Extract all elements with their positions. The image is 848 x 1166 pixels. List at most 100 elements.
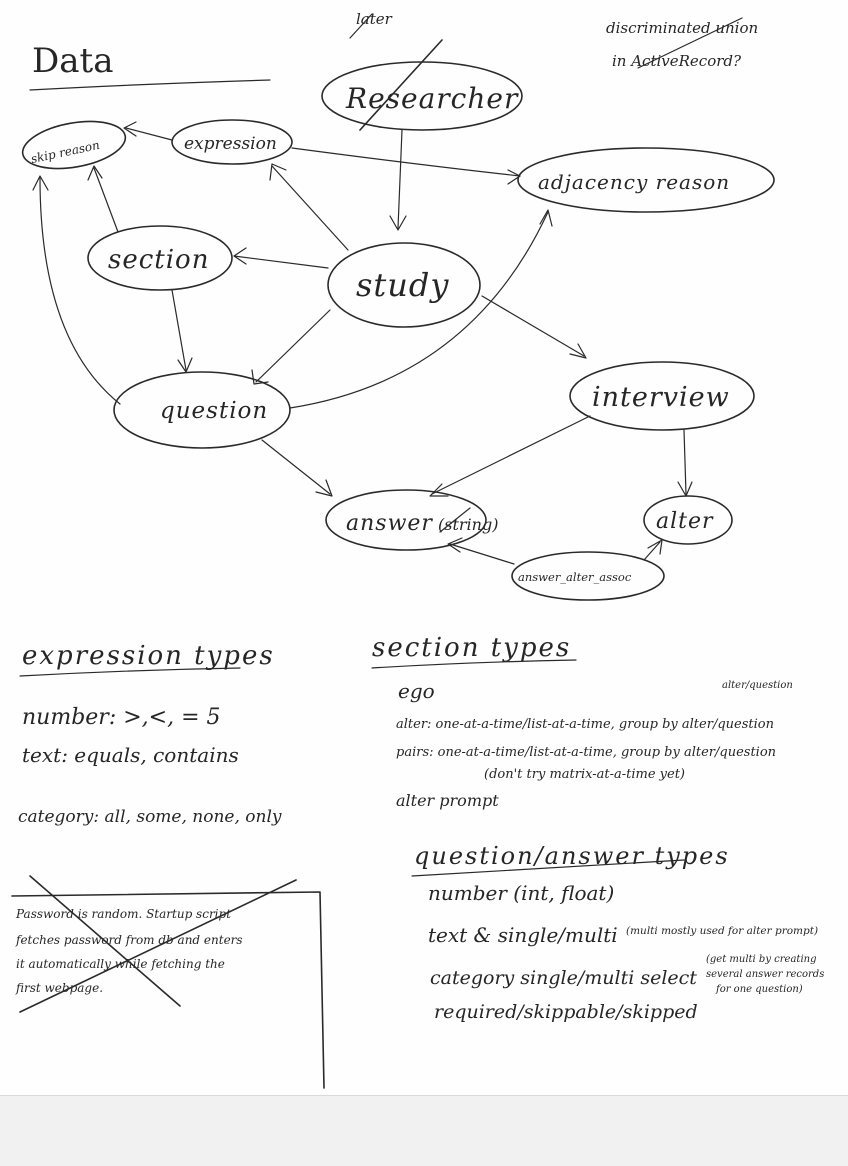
edge-interview-answer — [431, 415, 591, 495]
arrowhead-assoc-alter — [647, 539, 663, 555]
expression-label: expression — [184, 134, 277, 154]
edge-assoc-alter — [643, 541, 661, 561]
arrowhead-study-section — [233, 247, 247, 265]
diagram-edges — [32, 121, 693, 565]
later-strike — [349, 13, 373, 39]
edge-section-question — [171, 289, 187, 371]
researcher-label: Researcher — [345, 82, 519, 115]
arrowhead-study-expression — [269, 163, 287, 181]
arrowhead-interview-alter — [677, 481, 693, 497]
edge-study-interview — [481, 295, 585, 357]
section-label: section — [108, 245, 209, 275]
password-strike-2 — [19, 879, 297, 1013]
edge-researcher-study — [397, 129, 403, 229]
edge-assoc-answer — [449, 543, 515, 565]
later-label: later — [356, 10, 393, 28]
arrowhead-expression-skipreason — [123, 121, 137, 137]
node-answer: answer (string) — [325, 489, 498, 551]
password-box-border — [11, 891, 325, 1089]
edge-question-skipreason — [39, 177, 121, 405]
qa-type-text: text & single/multi — [428, 923, 618, 947]
interview-label: interview — [592, 382, 730, 413]
adjacency-reason-label: adjacency reason — [538, 170, 730, 194]
arrowhead-question-skipreason — [32, 175, 49, 191]
note-strike — [637, 17, 743, 69]
arrowhead-researcher-study — [389, 215, 407, 231]
section-type-alter-prompt: alter prompt — [396, 791, 499, 810]
answer-string-strike — [439, 507, 471, 533]
qa-category-note-2: several answer records — [706, 969, 824, 980]
answer-label: answer — [346, 511, 433, 536]
question-label: question — [160, 398, 268, 424]
edge-section-skipreason — [93, 167, 119, 233]
expression-type-text: text: equals, contains — [22, 743, 239, 767]
node-question: question — [113, 371, 291, 449]
expression-type-number: number: >,<, = 5 — [22, 705, 221, 730]
arrowhead-assoc-answer — [447, 537, 463, 553]
edge-study-expression — [271, 165, 349, 251]
section-type-pairs: pairs: one-at-a-time/list-at-a-time, gro… — [396, 745, 776, 760]
section-types-underline — [371, 659, 577, 669]
note-activerecord: in ActiveRecord? — [612, 52, 742, 70]
answer-alter-assoc-label: answer_alter_assoc — [518, 570, 632, 584]
section-type-pairs-note: (don't try matrix-at-a-time yet) — [484, 767, 685, 782]
node-researcher: Researcher later — [321, 10, 523, 131]
password-strike-1 — [29, 875, 181, 1007]
edge-expression-skipreason — [125, 127, 173, 141]
node-answer-alter-assoc: answer_alter_assoc — [511, 551, 665, 601]
expression-types-heading: expression types — [22, 641, 275, 671]
skip-reason-label: skip reason — [30, 138, 101, 166]
arrowhead-question-adjacency — [539, 209, 553, 227]
node-section: section — [87, 225, 233, 291]
question-answer-types-block: question/answer types number (int, float… — [411, 842, 824, 1023]
note-discriminated-union: discriminated union — [606, 19, 758, 37]
arrowhead-study-interview — [569, 343, 587, 359]
arrowhead-section-skipreason — [87, 165, 103, 181]
password-note-line-1: Password is random. Startup script — [15, 907, 231, 921]
expression-types-underline — [19, 667, 241, 677]
node-interview: interview — [569, 361, 755, 431]
node-alter: alter — [643, 495, 733, 545]
qa-type-text-note: (multi mostly used for alter prompt) — [626, 925, 818, 937]
answer-crossed-label: (string) — [438, 515, 498, 534]
section-type-alter: alter: one-at-a-time/list-at-a-time, gro… — [396, 717, 774, 732]
section-types-block: section types ego alter: one-at-a-time/l… — [371, 633, 793, 810]
question-answer-types-underline — [411, 859, 685, 877]
password-note-box: Password is random. Startup script fetch… — [11, 875, 325, 1089]
arrowhead-question-answer — [315, 479, 333, 497]
qa-category-note-1: (get multi by creating — [706, 954, 816, 965]
paper-edge — [0, 1095, 848, 1166]
expression-type-category: category: all, some, none, only — [18, 807, 282, 827]
edge-study-section — [233, 255, 329, 269]
qa-category-note-3: for one question) — [715, 984, 803, 995]
arrowhead-section-question — [177, 357, 193, 373]
qa-type-category: category single/multi select — [430, 967, 697, 989]
node-skip-reason: skip reason — [21, 120, 127, 170]
researcher-strike — [359, 39, 443, 131]
edge-question-answer — [261, 439, 331, 495]
password-note-line-4: first webpage. — [15, 981, 103, 995]
section-type-ego: ego — [398, 679, 435, 703]
alter-label: alter — [656, 509, 714, 534]
node-adjacency-reason: adjacency reason — [517, 147, 775, 213]
arrowhead-interview-answer — [429, 483, 449, 497]
expression-types-block: expression types number: >,<, = 5 text: … — [18, 641, 282, 827]
edge-study-question — [255, 309, 331, 383]
arrowhead-study-question — [251, 369, 269, 385]
page-title: Data — [32, 41, 113, 81]
edge-question-adjacency — [289, 211, 549, 409]
qa-type-required: required/skippable/skipped — [434, 1001, 698, 1023]
arrowhead-expression-adjacency — [507, 169, 521, 185]
title-underline — [29, 79, 271, 91]
question-answer-types-heading: question/answer types — [414, 842, 730, 870]
node-expression: expression — [171, 119, 293, 165]
study-label: study — [356, 266, 449, 304]
node-study: study — [327, 242, 481, 328]
edge-expression-adjacency — [291, 147, 521, 177]
section-type-ego-tail: alter/question — [722, 680, 793, 691]
section-types-heading: section types — [372, 633, 571, 663]
edge-interview-alter — [683, 429, 687, 495]
qa-type-number: number (int, float) — [428, 881, 614, 905]
